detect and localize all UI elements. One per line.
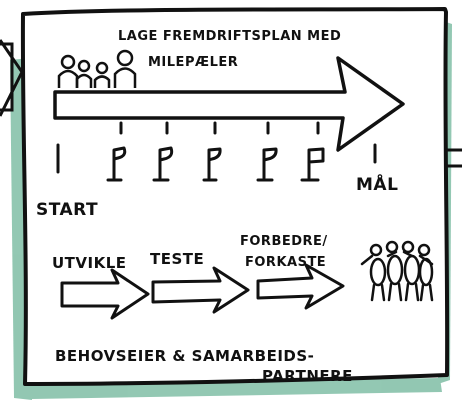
left-arrow-tip [0,42,14,112]
team-group-icon [360,240,434,302]
left-arrow-head [0,39,24,117]
step-label-improve: FORBEDRE/ [240,234,328,249]
title-line1: LAGE FREMDRIFTSPLAN MED [118,29,341,44]
step-label-discard: FORKASTE [245,255,326,270]
people-group-icon [57,49,137,88]
milestone-flags [106,146,325,182]
process-arrows [60,263,345,320]
flag-icon [202,147,222,182]
flag-icon [256,147,278,182]
timeline-arrow [53,56,405,152]
arrow-develop [60,268,150,320]
flag-icon [106,146,127,182]
right-connector [447,148,462,168]
footer-line2: PARTNERE [262,367,353,385]
arrow-test [151,266,250,314]
footer-line1: BEHOVSEIER & SAMARBEIDS- [55,347,314,365]
milestone-ticks [119,121,320,135]
step-label-develop: UTVIKLE [52,254,127,272]
step-label-test: TESTE [150,250,204,268]
goal-label: MÅL [356,172,398,195]
arrow-improve [256,263,345,310]
flag-icon [152,146,174,182]
title-line2: MILEPÆLER [148,55,238,70]
flag-icon [300,147,325,182]
start-label: START [36,200,98,220]
